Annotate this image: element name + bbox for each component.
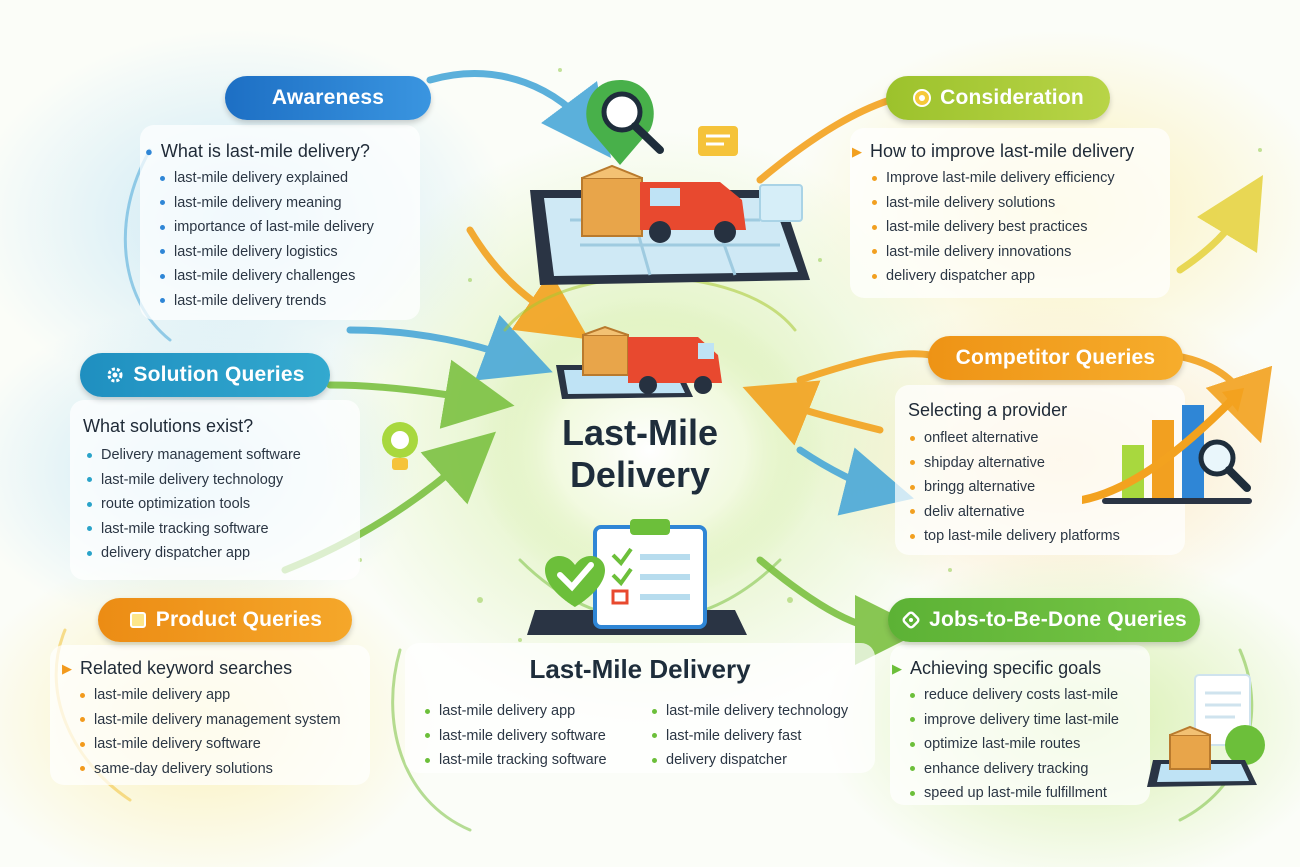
- jobs-question-text: Achieving specific goals: [910, 658, 1102, 678]
- solution-label: Solution Queries: [133, 363, 305, 386]
- list-item: onfleet alternative: [910, 426, 1120, 451]
- product-question: ▶ Related keyword searches: [62, 658, 292, 679]
- list-item: enhance delivery tracking: [910, 757, 1119, 782]
- solution-list: Delivery management software last-mile d…: [87, 443, 301, 566]
- list-item: delivery dispatcher app: [87, 541, 301, 566]
- list-item: optimize last-mile routes: [910, 732, 1119, 757]
- consideration-question: ▶ How to improve last-mile delivery: [852, 141, 1134, 162]
- list-item: last-mile tracking software: [87, 517, 301, 542]
- list-item: last-mile delivery trends: [160, 289, 374, 314]
- bottom-keywords-panel: [405, 643, 875, 773]
- list-item: last-mile delivery best practices: [872, 215, 1115, 240]
- consideration-question-text: How to improve last-mile delivery: [870, 141, 1135, 161]
- competitor-question: Selecting a provider: [908, 400, 1067, 421]
- list-item: last-mile delivery management system: [80, 708, 341, 733]
- package-phone-illustration: [1147, 674, 1265, 787]
- list-item: last-mile delivery technology: [652, 699, 848, 724]
- list-item: last-mile delivery app: [80, 683, 341, 708]
- product-label: Product Queries: [155, 608, 323, 631]
- gear-icon: [105, 365, 125, 385]
- list-item: last-mile delivery explained: [160, 166, 374, 191]
- list-item: Delivery management software: [87, 443, 301, 468]
- list-item: last-mile delivery app: [425, 699, 607, 724]
- list-item: last-mile delivery solutions: [872, 191, 1115, 216]
- list-item: last-mile delivery software: [80, 732, 341, 757]
- bottom-left-list: last-mile delivery app last-mile deliver…: [425, 699, 607, 773]
- jobs-question: ▶ Achieving specific goals: [892, 658, 1101, 679]
- list-item: last-mile delivery innovations: [872, 240, 1115, 265]
- list-item: reduce delivery costs last-mile: [910, 683, 1119, 708]
- list-item: delivery dispatcher app: [872, 264, 1115, 289]
- list-item: shipday alternative: [910, 451, 1120, 476]
- list-item: Improve last-mile delivery efficiency: [872, 166, 1115, 191]
- jobs-panel: [890, 645, 1150, 805]
- list-item: delivery dispatcher: [652, 748, 848, 773]
- awareness-question-text: What is last-mile delivery?: [160, 141, 370, 161]
- product-list: last-mile delivery app last-mile deliver…: [80, 683, 341, 781]
- box-icon: [128, 610, 148, 630]
- list-item: top last-mile delivery platforms: [910, 524, 1120, 549]
- bottom-right-list: last-mile delivery technology last-mile …: [652, 699, 848, 773]
- jobs-label: Jobs-to-Be-Done Queries: [929, 608, 1187, 631]
- list-item: route optimization tools: [87, 492, 301, 517]
- consideration-pill: Consideration: [886, 76, 1110, 120]
- list-item: same-day delivery solutions: [80, 757, 341, 782]
- solution-panel: [70, 400, 360, 580]
- van-phone-illustration: [556, 325, 722, 399]
- list-item: improve delivery time last-mile: [910, 708, 1119, 733]
- competitor-pill: Competitor Queries: [928, 336, 1183, 380]
- clipboard-checklist-illustration: [527, 519, 747, 635]
- product-question-text: Related keyword searches: [80, 658, 293, 678]
- awareness-panel: [140, 125, 420, 320]
- awareness-question: ● What is last-mile delivery?: [145, 141, 370, 162]
- list-item: deliv alternative: [910, 500, 1120, 525]
- bar-chart-illustration: [1082, 388, 1252, 504]
- awareness-label: Awareness: [271, 86, 385, 109]
- competitor-label: Competitor Queries: [955, 346, 1156, 369]
- location-pin-icon: [912, 88, 932, 108]
- tag-icon: [901, 610, 921, 630]
- list-item: last-mile delivery challenges: [160, 264, 374, 289]
- list-item: last-mile delivery meaning: [160, 191, 374, 216]
- list-item: importance of last-mile delivery: [160, 215, 374, 240]
- product-panel: [50, 645, 370, 785]
- jobs-pill: Jobs-to-Be-Done Queries: [888, 598, 1200, 642]
- awareness-pill: Awareness: [225, 76, 431, 120]
- list-item: last-mile delivery technology: [87, 468, 301, 493]
- triangle-bullet-icon: ▶: [62, 661, 72, 676]
- list-item: last-mile delivery software: [425, 724, 607, 749]
- solution-question: What solutions exist?: [83, 416, 253, 437]
- bullet-circle-icon: ●: [145, 144, 153, 159]
- triangle-bullet-icon: ▶: [892, 661, 902, 676]
- bottom-title: Last-Mile Delivery: [529, 654, 751, 684]
- lightbulb-icon: [382, 422, 418, 470]
- list-item: last-mile tracking software: [425, 748, 607, 773]
- center-title: Last-Mile Delivery: [561, 412, 719, 495]
- triangle-bullet-icon: ▶: [852, 144, 862, 159]
- awareness-list: last-mile delivery explained last-mile d…: [160, 166, 374, 313]
- competitor-question-text: Selecting a provider: [908, 400, 1068, 420]
- competitor-list: onfleet alternative shipday alternative …: [910, 426, 1120, 549]
- tablet-map-illustration: [530, 80, 810, 285]
- product-pill: Product Queries: [98, 598, 352, 642]
- jobs-list: reduce delivery costs last-mile improve …: [910, 683, 1119, 806]
- solution-pill: Solution Queries: [80, 353, 330, 397]
- list-item: last-mile delivery fast: [652, 724, 848, 749]
- consideration-list: Improve last-mile delivery efficiency la…: [872, 166, 1115, 289]
- consideration-panel: [850, 128, 1170, 298]
- consideration-label: Consideration: [940, 86, 1084, 109]
- list-item: last-mile delivery logistics: [160, 240, 374, 265]
- list-item: bringg alternative: [910, 475, 1120, 500]
- solution-question-text: What solutions exist?: [83, 416, 254, 436]
- list-item: speed up last-mile fulfillment: [910, 781, 1119, 806]
